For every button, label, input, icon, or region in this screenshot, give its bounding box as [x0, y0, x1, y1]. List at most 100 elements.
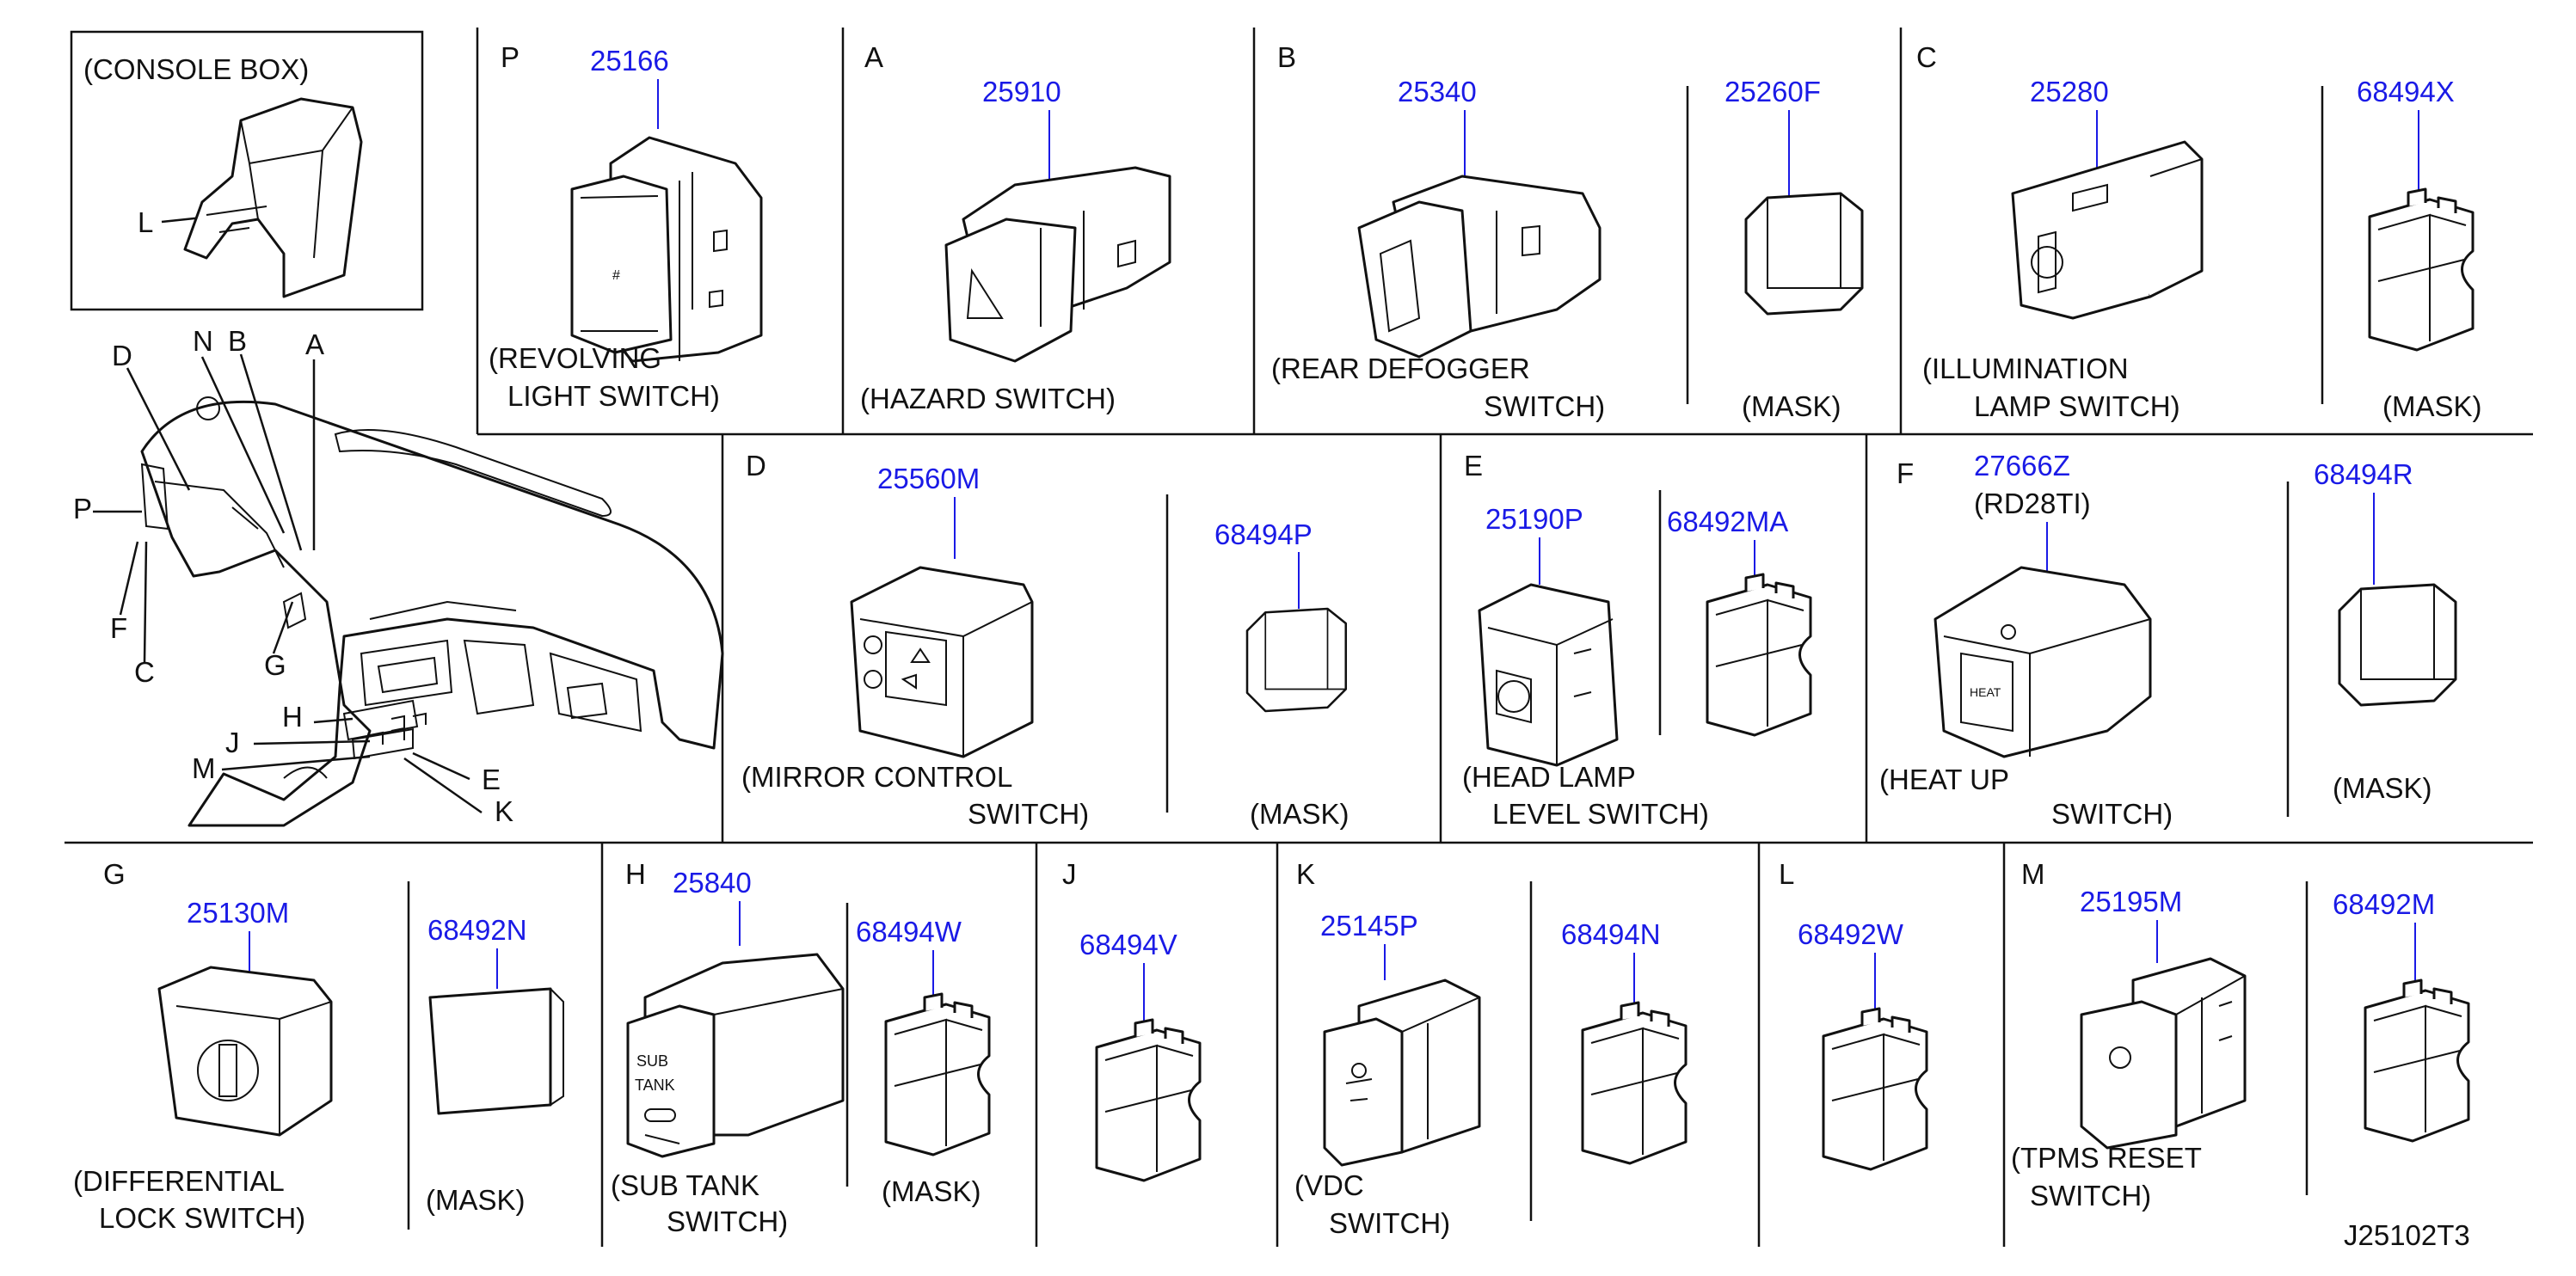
mask-drawing: [1245, 607, 1348, 713]
part-number[interactable]: 25190P: [1485, 503, 1583, 535]
part-number[interactable]: 25910: [982, 76, 1061, 107]
part-number[interactable]: 25260F: [1725, 76, 1821, 107]
cell-m: M 25195M 68492M (TPMS RESET SWITCH): [2011, 858, 2470, 1212]
mask-caption: (MASK): [1742, 390, 1841, 422]
caption-line-1: (REVOLVING: [489, 342, 661, 374]
cell-letter: M: [2021, 858, 2045, 890]
cell-letter: J: [1062, 858, 1077, 890]
mask-drawing: [1822, 1007, 1928, 1171]
diagram-code: J25102T3: [2344, 1219, 2470, 1251]
heat-up-switch-drawing: HEAT: [1934, 566, 2152, 758]
callout-f: F: [110, 612, 127, 644]
cell-f: F 27666Z (RD28TI) HEAT 68494R (HEAT UP S…: [1879, 450, 2457, 830]
mask-caption: (MASK): [2382, 390, 2482, 422]
caption-line-2: SWITCH): [1329, 1207, 1450, 1239]
callout-h: H: [282, 701, 303, 733]
cell-c: C 25280 68494X (ILLUMINATION LAMP SWITCH…: [1916, 41, 2482, 422]
mask-drawing: [884, 992, 991, 1156]
grid-lines: [65, 28, 2533, 1247]
part-number[interactable]: 25340: [1398, 76, 1477, 107]
part-number[interactable]: 68492W: [1798, 918, 1904, 950]
part-number[interactable]: 25195M: [2080, 886, 2182, 917]
mask-caption: (MASK): [1250, 798, 1349, 830]
mask-drawing: [1706, 573, 1812, 737]
part-number[interactable]: 25130M: [187, 897, 289, 929]
part-number[interactable]: 25560M: [877, 463, 980, 494]
callout-e: E: [482, 764, 501, 795]
caption-line-2: SWITCH): [667, 1205, 788, 1237]
mask-drawing: [1581, 1001, 1688, 1165]
revolving-light-switch-drawing: #: [570, 136, 763, 363]
part-number[interactable]: 68494X: [2357, 76, 2455, 107]
cell-g: G 25130M 68492N (DIFFERENTIAL LOCK SWITC…: [73, 858, 564, 1234]
part-number[interactable]: 68492M: [2333, 888, 2435, 920]
cell-l: L 68492W: [1779, 858, 1928, 1171]
cell-letter: P: [501, 41, 520, 73]
part-number[interactable]: 68494P: [1214, 518, 1313, 550]
cell-letter: L: [1779, 858, 1794, 890]
overview-panel: (CONSOLE BOX) L D N B A: [70, 30, 724, 827]
caption-line-1: (REAR DEFOGGER: [1271, 353, 1530, 384]
part-number[interactable]: 68494R: [2314, 458, 2413, 490]
caption-line-2: SWITCH): [2030, 1180, 2151, 1212]
mask-drawing: [2338, 583, 2457, 707]
callout-l: L: [138, 206, 153, 238]
callout-b: B: [228, 325, 247, 357]
cell-letter: D: [746, 450, 766, 482]
caption-line-2: SWITCH): [968, 798, 1089, 830]
caption-line-2: LAMP SWITCH): [1974, 390, 2180, 422]
part-number[interactable]: 25840: [673, 867, 752, 899]
part-number[interactable]: 27666Z: [1974, 450, 2070, 482]
callout-a: A: [305, 328, 324, 360]
cell-a: A 25910 (HAZARD SWITCH): [860, 41, 1171, 414]
caption-line-2: SWITCH): [1484, 390, 1605, 422]
callout-p: P: [73, 493, 92, 525]
caption-line-2: LEVEL SWITCH): [1492, 798, 1709, 830]
part-number[interactable]: 68494V: [1079, 929, 1177, 960]
callout-d: D: [112, 340, 132, 371]
cell-letter: A: [864, 41, 883, 73]
mask-drawing: [2364, 978, 2470, 1143]
cell-letter: H: [625, 858, 646, 890]
mask-caption: (MASK): [882, 1175, 981, 1207]
callout-g: G: [264, 649, 286, 681]
caption-line-1: (DIFFERENTIAL: [73, 1165, 285, 1197]
callout-m: M: [192, 752, 216, 784]
cell-h: H 25840 SUB TANK 68494W (SUB TANK SWITCH…: [611, 858, 991, 1237]
mask-drawing: [428, 987, 564, 1115]
callout-j: J: [225, 727, 240, 758]
switch-text-tank: TANK: [635, 1077, 675, 1094]
caption-line-2: LIGHT SWITCH): [507, 380, 720, 412]
vdc-switch-drawing: [1323, 978, 1481, 1167]
mask-drawing: [1095, 1018, 1202, 1182]
part-number[interactable]: 68494W: [856, 916, 962, 948]
cell-letter: B: [1277, 41, 1296, 73]
cell-letter: E: [1464, 450, 1483, 482]
caption-line-1: (HEAT UP: [1879, 764, 2009, 795]
part-number[interactable]: 68494N: [1561, 918, 1661, 950]
differential-lock-switch-drawing: [157, 966, 333, 1137]
mask-drawing: [2368, 187, 2475, 352]
cell-k: K 25145P 68494N (VDC SWITCH): [1294, 858, 1688, 1239]
part-number[interactable]: 68492MA: [1667, 506, 1788, 537]
cell-d: D 25560M 68494P (MIRROR CONTROL SWITCH) …: [741, 450, 1349, 830]
part-number[interactable]: 68492N: [427, 914, 527, 946]
part-number[interactable]: 25280: [2030, 76, 2109, 107]
head-lamp-level-switch-drawing: [1478, 583, 1619, 767]
part-number[interactable]: 25145P: [1320, 910, 1418, 942]
sub-tank-switch-drawing: SUB TANK: [626, 953, 845, 1158]
console-box-frame: [70, 30, 424, 311]
tpms-reset-switch-drawing: [2080, 957, 2247, 1150]
caption-line-1: (HEAD LAMP: [1462, 761, 1636, 793]
cell-letter: G: [103, 858, 126, 890]
caption-line-1: (MIRROR CONTROL: [741, 761, 1012, 793]
mask-caption: (MASK): [426, 1184, 526, 1216]
caption-line-2: SWITCH): [2051, 798, 2173, 830]
cell-letter: K: [1296, 858, 1315, 890]
cell-letter: C: [1916, 41, 1937, 73]
callout-c: C: [134, 656, 155, 688]
rear-defogger-switch-drawing: [1357, 175, 1602, 359]
hazard-switch-drawing: [944, 166, 1171, 363]
part-number[interactable]: 25166: [590, 45, 669, 77]
